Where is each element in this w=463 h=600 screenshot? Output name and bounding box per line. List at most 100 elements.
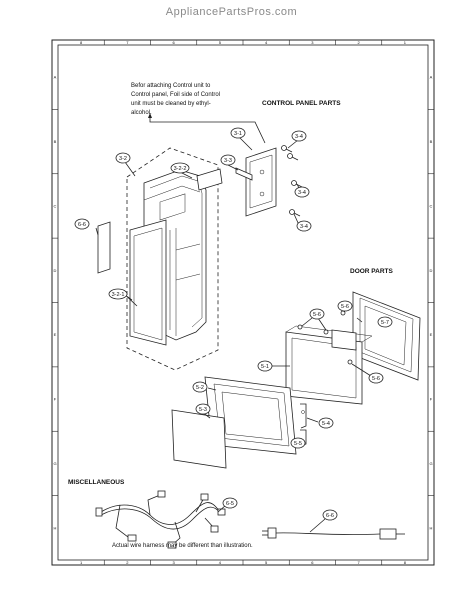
callout-c-6-5: 6-5 xyxy=(222,497,238,509)
callout-c-5-2: 5-2 xyxy=(192,381,208,393)
power-cord xyxy=(262,527,405,540)
border-right-letter: B xyxy=(430,139,433,144)
border-top-number: 1 xyxy=(404,40,407,45)
leader-cord xyxy=(309,518,326,533)
callout-label: 3-2-2 xyxy=(174,166,187,172)
callout-c-5-3: 5-3 xyxy=(195,403,211,415)
callout-label: 5-4 xyxy=(322,421,330,427)
border-top-number: 8 xyxy=(80,40,83,45)
callout-label: 5-3 xyxy=(199,407,207,413)
callout-label: 5-6 xyxy=(372,376,380,382)
border-bottom-number: 5 xyxy=(265,560,268,565)
callout-label: 5-6 xyxy=(341,304,349,310)
note-line-1: Befor attaching Control unit to xyxy=(131,83,211,89)
callout-c-5-6c: 5-6 xyxy=(368,372,384,384)
callout-c-6-6: 6-6 xyxy=(74,218,90,230)
door-mesh-patch xyxy=(331,329,357,351)
border-left-letter: F xyxy=(54,397,57,402)
callout-c-3-1: 3-1 xyxy=(230,127,246,139)
border-bottom-number: 4 xyxy=(219,560,222,565)
callout-c-5-6b: 5-6 xyxy=(337,300,353,312)
control-panel-heading: CONTROL PANEL PARTS xyxy=(262,100,341,107)
border-left-letter: B xyxy=(54,139,57,144)
border-top-number: 6 xyxy=(173,40,176,45)
border-left-letter: E xyxy=(54,332,57,337)
border-left-letter: G xyxy=(53,461,56,466)
leader-6-6 xyxy=(95,227,99,236)
border-right-letter: C xyxy=(430,203,433,208)
border-top-number: 5 xyxy=(219,40,222,45)
border-top-number: 2 xyxy=(358,40,361,45)
border-left-letter: C xyxy=(54,203,57,208)
callout-c-3-2-2: 3-2-2 xyxy=(170,162,190,174)
border-right-letter: E xyxy=(430,332,433,337)
callout-label: 5-2 xyxy=(196,385,204,391)
callout-label: 5-1 xyxy=(261,364,269,370)
wire-harness-note: Actual wire harness may be different tha… xyxy=(112,543,253,549)
border-left-letter: D xyxy=(54,268,57,273)
callout-label: 3-2 xyxy=(119,156,127,162)
callout-c-3-2-1: 3-2-1 xyxy=(108,288,128,300)
callout-label: 5-5 xyxy=(294,441,302,447)
border-right-letter: G xyxy=(429,461,432,466)
callout-label: 5-6 xyxy=(313,312,321,318)
screw-group xyxy=(281,145,303,217)
note-line-3: unit must be cleaned by ethyl- xyxy=(131,101,211,107)
border-bottom-number: 1 xyxy=(80,560,83,565)
callout-label: 3-3 xyxy=(224,158,232,164)
callout-labels: 3-1 3-4 3-3 3-2-2 3-2 3-4 3-4 6-6 3-2-1 5-6 5-6 5-7… xyxy=(74,127,393,521)
callout-c-5-4: 5-4 xyxy=(318,417,334,429)
border-right-letter: D xyxy=(430,268,433,273)
panel-overlay-sheet xyxy=(129,219,167,346)
callout-c-3-4b: 3-4 xyxy=(294,186,310,198)
callout-label: 6-6 xyxy=(326,513,334,519)
border-bottom-number: 7 xyxy=(358,560,361,565)
callout-c-5-7: 5-7 xyxy=(377,316,393,328)
callout-label: 3-4 xyxy=(298,190,306,196)
callout-label: 6-6 xyxy=(78,222,86,228)
door-parts-heading: DOOR PARTS xyxy=(350,268,394,275)
callout-label: 3-4 xyxy=(300,224,308,230)
control-panel-group-outline xyxy=(126,147,219,371)
shaft-part xyxy=(235,167,253,181)
border-left-letter: A xyxy=(54,75,57,80)
callout-label: 3-4 xyxy=(295,134,303,140)
assembly-note: Befor attaching Control unit to Control … xyxy=(131,83,220,116)
callout-c-5-6a: 5-6 xyxy=(309,308,325,320)
note-line-2: Control panel, Foil side of Control xyxy=(131,92,220,98)
border-right-letter: A xyxy=(430,75,433,80)
callout-label: 5-7 xyxy=(381,320,389,326)
callout-label: 3-2-1 xyxy=(112,292,125,298)
border-right-letter: F xyxy=(430,397,433,402)
callout-c-3-2: 3-2 xyxy=(115,152,131,164)
foil-sheet xyxy=(97,221,111,274)
panel-overlay-inner xyxy=(133,227,163,341)
door-glass xyxy=(171,409,227,469)
wire-harness xyxy=(95,490,226,549)
callout-label: 3-1 xyxy=(234,131,242,137)
door-choke-frame xyxy=(352,291,421,381)
callout-c-3-4a: 3-4 xyxy=(291,130,307,142)
border-top-number: 3 xyxy=(311,40,314,45)
border-bottom-number: 8 xyxy=(404,560,407,565)
note-line-4: alcohol. xyxy=(131,110,152,116)
display-film xyxy=(196,168,223,191)
note-leader-line xyxy=(149,118,266,144)
note-arrow xyxy=(148,113,152,118)
control-unit-board xyxy=(245,147,277,217)
callout-c-3-4c: 3-4 xyxy=(296,220,312,232)
misc-heading: MISCELLANEOUS xyxy=(68,479,125,486)
border-bottom-number: 2 xyxy=(126,560,129,565)
callout-c-6-6b: 6-6 xyxy=(322,509,338,521)
callout-c-5-5: 5-5 xyxy=(290,437,306,449)
callout-c-3-3: 3-3 xyxy=(220,154,236,166)
callout-label: 6-5 xyxy=(226,501,234,507)
site-watermark: AppliancePartsPros.com xyxy=(165,6,298,18)
border-top-number: 7 xyxy=(126,40,129,45)
border-left-letter: H xyxy=(54,525,57,530)
border-right-letter: H xyxy=(430,525,433,530)
border-bottom-number: 6 xyxy=(311,560,314,565)
border-top-number: 4 xyxy=(265,40,268,45)
